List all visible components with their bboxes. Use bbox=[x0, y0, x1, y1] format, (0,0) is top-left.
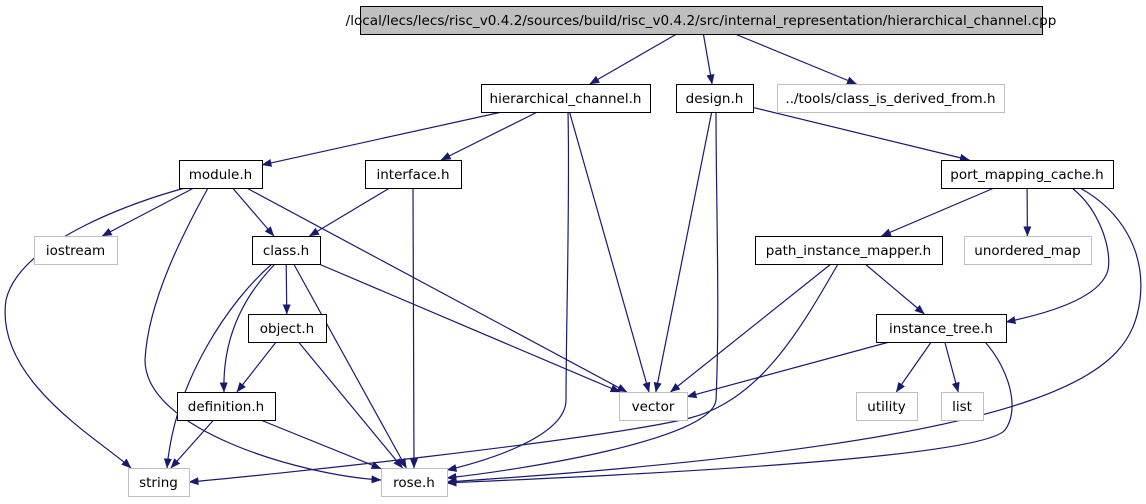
edge-module-to-rose bbox=[144, 187, 382, 484]
node-instance-tree[interactable]: instance_tree.h bbox=[876, 314, 1007, 343]
node-port-mapping-cache[interactable]: port_mapping_cache.h bbox=[941, 160, 1114, 189]
edge-instance-tree-to-rose bbox=[446, 341, 1013, 487]
edge-module-to-class bbox=[232, 187, 275, 237]
node-label: vector bbox=[632, 399, 675, 415]
node-box bbox=[381, 468, 448, 497]
node-box bbox=[365, 160, 462, 189]
node-interface[interactable]: interface.h bbox=[365, 160, 462, 189]
edge-hierarchical-channel-to-rose bbox=[446, 111, 570, 472]
edge-design-to-vector bbox=[653, 111, 713, 393]
node-box bbox=[619, 392, 688, 421]
node-label: /local/lecs/lecs/risc_v0.4.2/sources/bui… bbox=[346, 13, 1057, 29]
node-box bbox=[360, 6, 1043, 35]
edge-class-to-rose bbox=[293, 263, 407, 469]
node-label: path_instance_mapper.h bbox=[766, 243, 931, 259]
edge-port-mapping-cache-to-instance-tree bbox=[1005, 187, 1110, 325]
node-design[interactable]: design.h bbox=[676, 84, 754, 113]
edge-object-to-definition bbox=[236, 341, 277, 393]
edge-class-to-definition bbox=[219, 263, 276, 393]
node-label: list bbox=[952, 399, 972, 415]
node-label: definition.h bbox=[188, 399, 264, 415]
edge-instance-tree-to-utility bbox=[895, 341, 932, 393]
node-box bbox=[676, 84, 754, 113]
node-label: hierarchical_channel.h bbox=[490, 91, 642, 107]
node-iostream: iostream bbox=[34, 236, 118, 265]
node-label: interface.h bbox=[376, 167, 449, 183]
node-unordered-map: unordered_map bbox=[964, 236, 1092, 265]
node-box bbox=[34, 236, 118, 265]
node-box bbox=[177, 392, 276, 421]
node-box bbox=[252, 236, 321, 265]
node-box bbox=[941, 392, 984, 421]
node-label: module.h bbox=[189, 167, 252, 183]
node-box bbox=[755, 236, 943, 265]
node-label: port_mapping_cache.h bbox=[950, 167, 1103, 183]
edge-interface-to-rose bbox=[409, 187, 418, 469]
node-box bbox=[179, 160, 263, 189]
node-label: string bbox=[139, 475, 178, 491]
node-label: design.h bbox=[686, 91, 744, 107]
edges-layer bbox=[4, 33, 1142, 487]
edge-port-mapping-cache-to-rose bbox=[446, 187, 1142, 486]
node-box bbox=[128, 468, 190, 497]
edge-root-to-hierarchical-channel bbox=[589, 33, 677, 85]
edge-port-mapping-cache-to-path-instance-mapper bbox=[880, 187, 995, 237]
node-module[interactable]: module.h bbox=[179, 160, 263, 189]
node-box bbox=[876, 314, 1007, 343]
node-class-is-derived-from: ../tools/class_is_derived_from.h bbox=[777, 84, 1005, 113]
nodes-layer: /local/lecs/lecs/risc_v0.4.2/sources/bui… bbox=[34, 6, 1114, 497]
edge-path-instance-mapper-to-string bbox=[188, 263, 839, 486]
node-label: object.h bbox=[260, 321, 314, 337]
edge-hierarchical-channel-to-module bbox=[261, 111, 503, 167]
node-list: list bbox=[941, 392, 984, 421]
edge-path-instance-mapper-to-instance-tree bbox=[864, 263, 925, 315]
edge-design-to-rose bbox=[446, 111, 719, 481]
edge-definition-to-string bbox=[170, 419, 215, 469]
node-utility: utility bbox=[856, 392, 918, 421]
node-class[interactable]: class.h bbox=[252, 236, 321, 265]
node-box bbox=[481, 84, 651, 113]
node-vector: vector bbox=[619, 392, 688, 421]
edge-object-to-rose bbox=[298, 341, 403, 469]
edge-path-instance-mapper-to-vector bbox=[670, 263, 832, 393]
node-box bbox=[248, 314, 327, 343]
node-box bbox=[964, 236, 1092, 265]
edge-hierarchical-channel-to-vector bbox=[568, 111, 651, 393]
edge-instance-tree-to-vector bbox=[686, 341, 890, 399]
node-box bbox=[777, 84, 1005, 113]
node-hierarchical-channel[interactable]: hierarchical_channel.h bbox=[481, 84, 651, 113]
edge-module-to-vector bbox=[246, 187, 628, 393]
node-path-instance-mapper[interactable]: path_instance_mapper.h bbox=[755, 236, 943, 265]
node-label: ../tools/class_is_derived_from.h bbox=[785, 91, 995, 107]
edge-definition-to-rose bbox=[260, 419, 382, 470]
node-box bbox=[856, 392, 918, 421]
node-label: utility bbox=[867, 399, 905, 415]
node-label: instance_tree.h bbox=[889, 321, 993, 337]
edge-root-to-class-is-derived-from bbox=[734, 33, 857, 85]
edge-design-to-port-mapping-cache bbox=[752, 106, 970, 162]
node-label: iostream bbox=[46, 243, 105, 259]
node-label: rose.h bbox=[393, 475, 435, 491]
node-string: string bbox=[128, 468, 190, 497]
node-rose: rose.h bbox=[381, 468, 448, 497]
edge-interface-to-class bbox=[308, 187, 390, 237]
node-label: unordered_map bbox=[974, 243, 1080, 259]
edge-class-to-string bbox=[163, 263, 273, 469]
node-box bbox=[941, 160, 1114, 189]
edge-module-to-iostream bbox=[101, 187, 195, 237]
node-label: class.h bbox=[263, 243, 309, 259]
node-object[interactable]: object.h bbox=[248, 314, 327, 343]
edge-instance-tree-to-list bbox=[944, 341, 960, 393]
edge-module-to-string bbox=[4, 187, 186, 469]
node-definition[interactable]: definition.h bbox=[177, 392, 276, 421]
edge-class-to-vector bbox=[318, 263, 621, 393]
edge-root-to-design bbox=[702, 33, 715, 85]
edge-class-to-object bbox=[282, 263, 291, 315]
edge-hierarchical-channel-to-interface bbox=[440, 111, 538, 161]
node-root[interactable]: /local/lecs/lecs/risc_v0.4.2/sources/bui… bbox=[346, 6, 1057, 35]
